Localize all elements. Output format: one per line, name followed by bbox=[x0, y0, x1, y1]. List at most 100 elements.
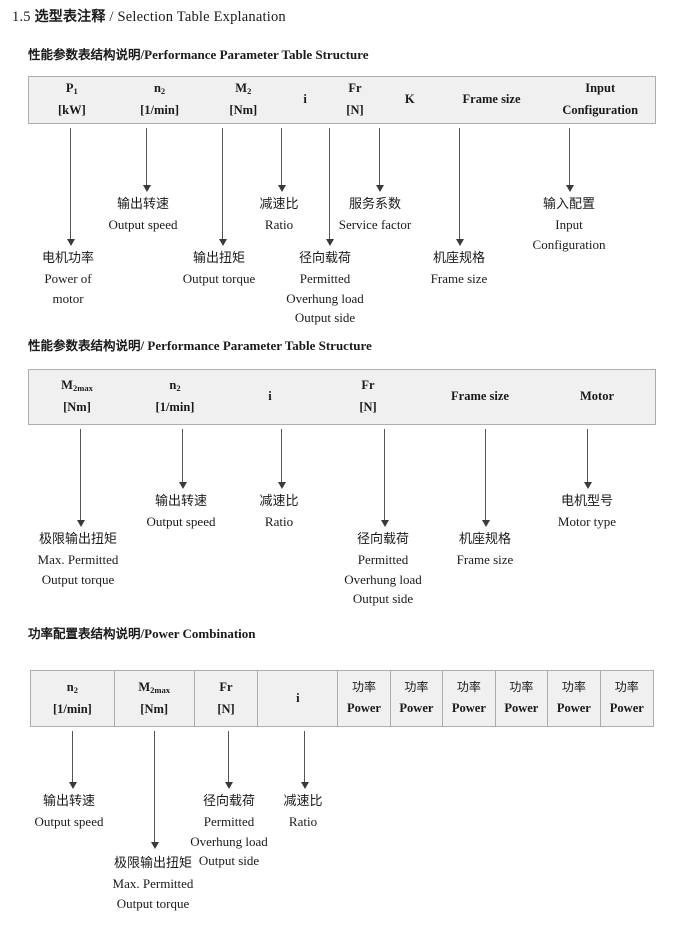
table1-col-k-symbol: K bbox=[404, 92, 415, 107]
table1-col-i-symbol: i bbox=[303, 92, 307, 107]
note-output-speed-2-cn: 输出转速 bbox=[154, 494, 207, 509]
table2-col-m2max-unit: [Nm] bbox=[63, 400, 91, 414]
arrow-to-output-speed-2 bbox=[178, 429, 187, 489]
note-overhung-load-2-cn: 径向载荷 bbox=[356, 532, 409, 547]
table3-col-power-3-en: Power bbox=[451, 701, 486, 716]
table1-col-n2-unit: [1/min] bbox=[140, 103, 180, 117]
note-ratio-3-cn: 减速比 bbox=[283, 794, 323, 809]
performance-parameter-table-2: M2max [Nm] n2 [1/min] i Fr [N] Frame siz… bbox=[28, 369, 656, 425]
note-output-speed-1: 输出转速 Output speed bbox=[90, 195, 196, 235]
note-overhung-load-2-en-1: Permitted bbox=[357, 551, 409, 567]
note-output-speed-2-en: Output speed bbox=[146, 513, 216, 529]
table3-col-power-1-en: Power bbox=[346, 701, 381, 716]
table3-col-power-5-en: Power bbox=[556, 701, 591, 716]
table3-col-power-1: 功率 Power bbox=[338, 671, 391, 726]
arrow-to-service-factor bbox=[375, 128, 384, 192]
table1-col-input-configuration-line2: Configuration bbox=[562, 103, 639, 117]
arrow-to-max-permitted-output-torque-2 bbox=[150, 731, 159, 849]
note-ratio-3-en: Ratio bbox=[288, 813, 318, 829]
table1-col-input-configuration-line1: Input bbox=[585, 81, 616, 96]
table2-col-fr-symbol: Fr bbox=[361, 378, 375, 393]
arrow-to-max-permitted-output-torque-1 bbox=[76, 429, 85, 527]
arrow-to-permitted-overhung-load bbox=[325, 128, 334, 246]
note-overhung-load-3: 径向载荷 Permitted Overhung load Output side bbox=[176, 792, 282, 871]
table2-col-i-symbol: i bbox=[268, 389, 272, 404]
table1-col-n2: n2 [1/min] bbox=[115, 77, 205, 123]
table2-col-fr-unit: [N] bbox=[359, 400, 377, 414]
note-ratio-1: 减速比 Ratio bbox=[238, 195, 320, 235]
note-overhung-load-2-en-2: Overhung load bbox=[344, 571, 422, 587]
section-2-heading-sep: / bbox=[140, 338, 145, 353]
page-title-cn: 选型表注释 bbox=[34, 9, 106, 25]
table3-col-m2max-symbol: M2max bbox=[138, 679, 170, 695]
note-overhung-load-1-cn: 径向载荷 bbox=[298, 251, 351, 266]
table3-col-n2-symbol: n2 bbox=[66, 679, 78, 695]
table2-col-i: i bbox=[225, 370, 315, 424]
table3-col-fr-symbol: Fr bbox=[219, 679, 233, 694]
table1-col-n2-symbol: n2 bbox=[153, 81, 166, 97]
table2-col-m2max-symbol: M2max bbox=[61, 378, 93, 394]
note-max-permitted-output-torque-2-en-1: Max. Permitted bbox=[112, 875, 194, 891]
arrow-to-permitted-overhung-load-3 bbox=[224, 731, 233, 789]
table3-col-fr-unit: [N] bbox=[217, 701, 235, 716]
table3-col-power-2-en: Power bbox=[399, 701, 434, 716]
note-frame-size-1: 机座规格 Frame size bbox=[408, 249, 510, 289]
note-service-factor-cn: 服务系数 bbox=[348, 197, 401, 212]
table3-col-n2-unit: [1/min] bbox=[52, 701, 92, 716]
note-output-speed-3: 输出转速 Output speed bbox=[18, 792, 120, 832]
note-max-permitted-output-torque-1-en-1: Max. Permitted bbox=[37, 551, 119, 567]
table2-col-n2-symbol: n2 bbox=[169, 378, 181, 394]
note-ratio-2-en: Ratio bbox=[264, 513, 294, 529]
table1-col-fr-symbol: Fr bbox=[348, 81, 362, 96]
table2-col-m2max-sub: 2max bbox=[72, 383, 93, 394]
note-power-of-motor-en-2: motor bbox=[52, 290, 84, 306]
section-2-heading: 性能参数表结构说明/ Performance Parameter Table S… bbox=[28, 335, 372, 354]
table3-col-i-symbol: i bbox=[296, 690, 300, 705]
table2-col-fr: Fr [N] bbox=[315, 370, 421, 424]
note-output-speed-1-en: Output speed bbox=[108, 216, 178, 232]
table3-col-power-4: 功率 Power bbox=[496, 671, 549, 726]
table1-col-p1-symbol: P1 bbox=[65, 81, 78, 97]
note-max-permitted-output-torque-2: 极限输出扭矩 Max. Permitted Output torque bbox=[96, 854, 210, 913]
table1-col-i: i bbox=[282, 77, 328, 123]
table2-col-frame-size: Frame size bbox=[421, 370, 539, 424]
table3-col-power-3-cn: 功率 bbox=[456, 680, 481, 695]
section-1-heading: 性能参数表结构说明/Performance Parameter Table St… bbox=[28, 44, 369, 63]
note-input-configuration-en-2: Configuration bbox=[532, 236, 606, 252]
note-max-permitted-output-torque-1: 极限输出扭矩 Max. Permitted Output torque bbox=[20, 530, 136, 589]
arrow-to-output-speed-3 bbox=[68, 731, 77, 789]
table3-col-power-3: 功率 Power bbox=[443, 671, 496, 726]
table1-col-fr-unit: [N] bbox=[346, 103, 364, 117]
table1-col-fr: Fr [N] bbox=[328, 77, 382, 123]
table3-col-m2max-sub: 2max bbox=[150, 684, 170, 695]
table1-col-k: K bbox=[382, 77, 438, 123]
arrow-to-ratio bbox=[277, 128, 286, 192]
table3-col-power-6-cn: 功率 bbox=[614, 680, 639, 695]
arrow-to-ratio-2 bbox=[277, 429, 286, 489]
table1-col-input-configuration: Input Configuration bbox=[545, 77, 655, 123]
table3-col-power-1-cn: 功率 bbox=[351, 680, 376, 695]
table3-col-m2max: M2max [Nm] bbox=[115, 671, 195, 726]
table2-col-frame-size-symbol: Frame size bbox=[451, 389, 509, 404]
arrow-to-frame-size bbox=[455, 128, 464, 246]
arrow-to-frame-size-2 bbox=[481, 429, 490, 527]
arrow-to-power-of-motor bbox=[66, 128, 75, 246]
table1-col-m2-sub: 2 bbox=[247, 86, 252, 97]
section-3-heading-en: Power Combination bbox=[144, 626, 256, 641]
table1-col-frame-size-symbol: Frame size bbox=[462, 92, 521, 107]
note-service-factor-en: Service factor bbox=[338, 216, 412, 232]
section-3-heading: 功率配置表结构说明/Power Combination bbox=[28, 623, 256, 642]
section-1-heading-en: Performance Parameter Table Structure bbox=[144, 47, 369, 62]
note-overhung-load-3-en-1: Permitted bbox=[203, 813, 255, 829]
note-max-permitted-output-torque-1-en-2: Output torque bbox=[41, 571, 115, 587]
note-power-of-motor-cn: 电机功率 bbox=[41, 251, 94, 266]
note-ratio-2-cn: 减速比 bbox=[259, 494, 299, 509]
section-2-heading-en: Performance Parameter Table Structure bbox=[147, 338, 372, 353]
arrow-to-output-torque bbox=[218, 128, 227, 246]
table1-col-m2: M2 [Nm] bbox=[204, 77, 282, 123]
table3-col-power-4-en: Power bbox=[504, 701, 539, 716]
table2-col-motor: Motor bbox=[539, 370, 655, 424]
power-combination-table: n2 [1/min] M2max [Nm] Fr [N] i 功率 Power … bbox=[30, 670, 654, 727]
note-overhung-load-3-en-2: Overhung load bbox=[190, 833, 268, 849]
note-overhung-load-1-en-2: Overhung load bbox=[286, 290, 364, 306]
